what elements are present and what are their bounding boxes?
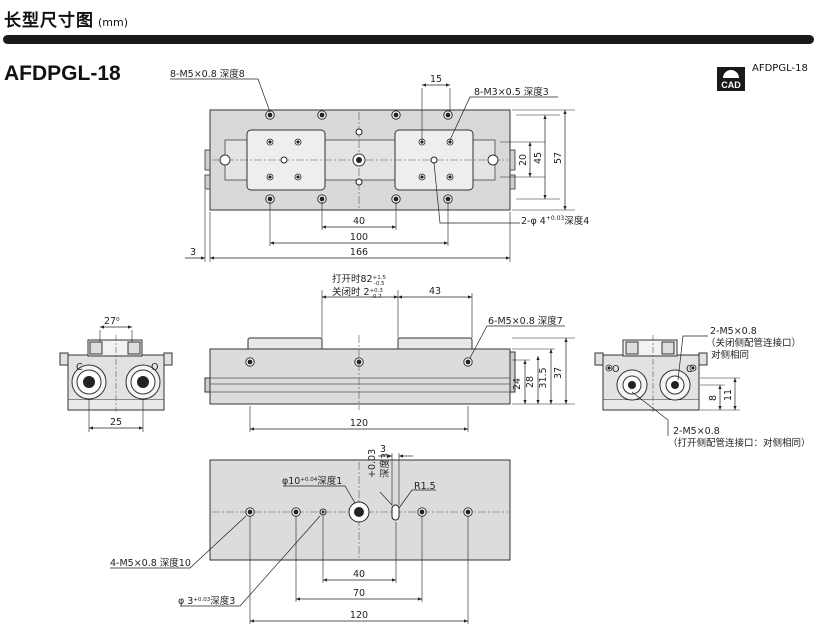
bottom-pin-callout: φ 3+0.03深度3 (178, 595, 235, 607)
bottom-m5-hole (417, 507, 427, 517)
right-port-c: C (686, 364, 693, 375)
right-close-port-note: （关闭侧配管连接口） (706, 337, 801, 349)
right-side-view: O C 2-M5×0.8 （关闭侧配管连接口） 对侧相同 2-M5×0.8 （打… (594, 326, 811, 449)
bottom-dim-40: 40 (353, 569, 365, 580)
left-dim-25: 25 (110, 417, 122, 428)
front-m5-hole (463, 357, 473, 367)
m5-hole (317, 110, 327, 120)
front-view: 打开时82+1.5-0.5 关闭时 2+0.3-0.7 43 6-M5×0.8 … (204, 273, 575, 432)
dim-100: 100 (350, 232, 368, 243)
bottom-slot (391, 504, 400, 521)
m5-hole (391, 110, 401, 120)
bottom-dim-3: 3 (380, 444, 386, 455)
top-m5-callout: 8-M5×0.8 深度8 (170, 68, 245, 80)
front-close-callout: 关闭时 2+0.3-0.7 (332, 286, 383, 300)
title-underline-bar (3, 35, 814, 44)
m3-hole (294, 173, 302, 181)
front-m5-callout: 6-M5×0.8 深度7 (488, 315, 563, 327)
front-dim-37: 37 (553, 367, 564, 379)
right-close-port-callout: 2-M5×0.8 (710, 326, 757, 337)
left-side-view: C O 270 25 (59, 316, 173, 432)
right-port-o: O (612, 364, 619, 375)
dim-166: 166 (350, 247, 368, 258)
m3-hole (266, 138, 274, 146)
m3-hole (446, 173, 454, 181)
right-close-port-note-2: 对侧相同 (711, 349, 749, 361)
top-m3-callout: 8-M3×0.5 深度3 (474, 86, 549, 98)
front-m5-hole (245, 357, 255, 367)
front-dim-31-5: 31.5 (538, 367, 549, 388)
m5-hole (265, 110, 275, 120)
dim-20: 20 (518, 154, 529, 166)
front-dim-24: 24 (512, 378, 523, 390)
cad-model-label: AFDPGL-18 (752, 63, 808, 74)
left-port-c: C (76, 362, 83, 373)
right-open-port-callout: 2-M5×0.8 (673, 426, 720, 437)
m5-hole (265, 194, 275, 204)
right-dim-8: 8 (708, 395, 719, 401)
cad-icon[interactable]: CAD (717, 67, 745, 91)
cad-badge-text: CAD (721, 80, 741, 90)
page-title-text: 长型尺寸图 (4, 11, 94, 31)
m3-hole (294, 138, 302, 146)
front-dim-43: 43 (429, 286, 441, 297)
m3-hole (418, 173, 426, 181)
dim-40: 40 (353, 216, 365, 227)
bottom-slot-tol: +0.03 (367, 449, 378, 478)
dim-3: 3 (190, 247, 196, 258)
front-open-callout: 打开时82+1.5-0.5 (332, 273, 386, 287)
bottom-slot-depth: 深度3 (379, 453, 391, 478)
pin-hole (280, 156, 288, 164)
model-name: AFDPGL-18 (4, 62, 121, 85)
top-pin-callout: 2-φ 4+0.03深度4 (521, 215, 589, 227)
pin-hole (430, 156, 438, 164)
bottom-r15: R1.5 (414, 481, 436, 492)
right-dim-11: 11 (723, 389, 734, 401)
m3-hole (266, 173, 274, 181)
bottom-view: φ10+0.04深度1 +0.03 深度3 R1.5 3 4-M5×0.8 深度… (110, 444, 511, 624)
dim-45: 45 (533, 152, 544, 164)
m5-hole (391, 194, 401, 204)
left-port-o: O (151, 362, 158, 373)
left-dim-27: 270 (104, 316, 120, 327)
bottom-m5-hole (463, 507, 473, 517)
bottom-m5-hole (291, 507, 301, 517)
dim-15: 15 (430, 74, 442, 85)
m5-hole (443, 194, 453, 204)
m5-hole (443, 110, 453, 120)
dim-57: 57 (553, 152, 564, 164)
page-title: 长型尺寸图 (mm) (4, 6, 128, 31)
front-dim-120: 120 (350, 418, 368, 429)
bottom-dim-120: 120 (350, 610, 368, 621)
front-dim-28: 28 (525, 376, 536, 388)
m5-hole (317, 194, 327, 204)
bottom-m5-hole (245, 507, 255, 517)
right-open-port-note: （打开侧配管连接口：对侧相同） (668, 437, 811, 449)
bottom-center-callout: φ10+0.04深度1 (282, 475, 342, 487)
unit-label: (mm) (98, 16, 129, 29)
top-view: 8-M5×0.8 深度8 8-M3×0.5 深度3 2-φ 4+0.03深度4 … (170, 68, 589, 262)
bottom-dim-70: 70 (353, 588, 365, 599)
bottom-m5-callout: 4-M5×0.8 深度10 (110, 557, 191, 569)
